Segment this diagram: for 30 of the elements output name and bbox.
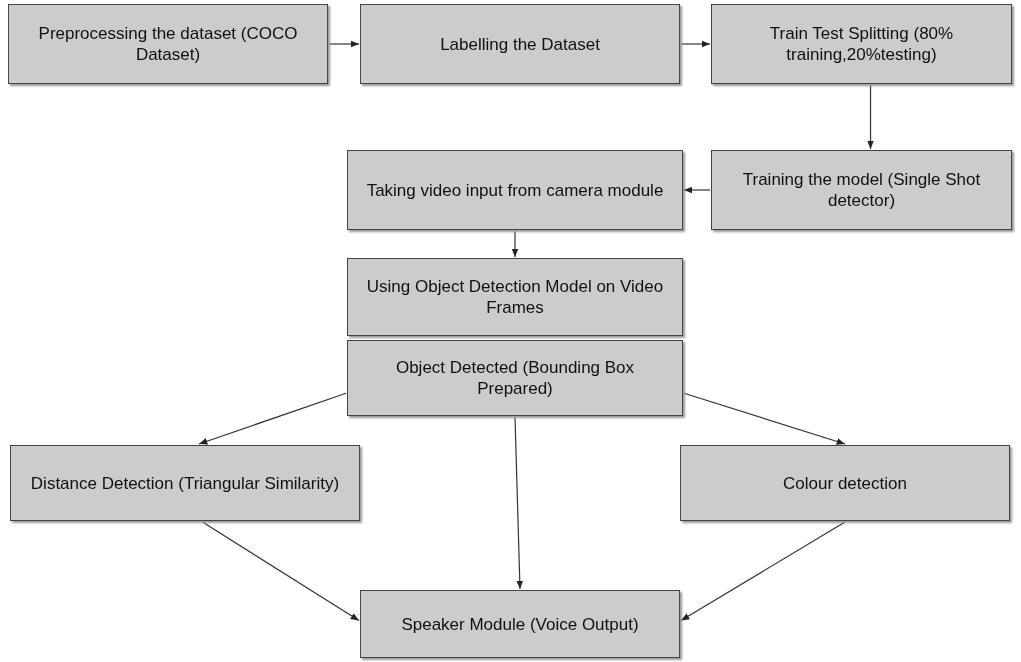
- box-label: Preprocessing the dataset (COCO Dataset): [38, 24, 298, 64]
- arrow: [680, 40, 711, 48]
- process-box: [8, 4, 328, 84]
- process-box: [360, 4, 680, 84]
- arrow: [683, 186, 711, 194]
- arrow: [511, 230, 519, 258]
- process-box: [347, 340, 683, 416]
- box-label: Object Detected (Bounding Box Prepared): [395, 358, 635, 398]
- process-box: [711, 4, 1012, 84]
- box-label: Taking video input from camera module: [366, 180, 664, 200]
- process-box: [347, 258, 683, 336]
- process-box: [10, 445, 360, 521]
- arrow: [683, 392, 846, 445]
- box-label: Labelling the Dataset: [440, 34, 600, 54]
- box-label: Distance Detection (Triangular Similarity): [30, 473, 340, 493]
- box-label: Train Test Splitting (80% training,20%testing): [769, 24, 954, 64]
- arrow: [867, 84, 874, 150]
- process-box: [711, 150, 1012, 230]
- box-label: Speaker Module (Voice Output): [401, 614, 639, 634]
- process-box: [360, 590, 680, 658]
- arrow: [680, 521, 846, 622]
- box-label: Training the model (Single Shot detector): [742, 170, 981, 210]
- box-label: Colour detection: [783, 473, 907, 493]
- arrow: [198, 392, 347, 445]
- arrow: [201, 521, 360, 622]
- arrow: [514, 416, 524, 590]
- arrow: [328, 40, 360, 48]
- box-label: Using Object Detection Model on Video Frames: [366, 277, 664, 317]
- process-box: [680, 445, 1010, 521]
- process-box: [347, 150, 683, 230]
